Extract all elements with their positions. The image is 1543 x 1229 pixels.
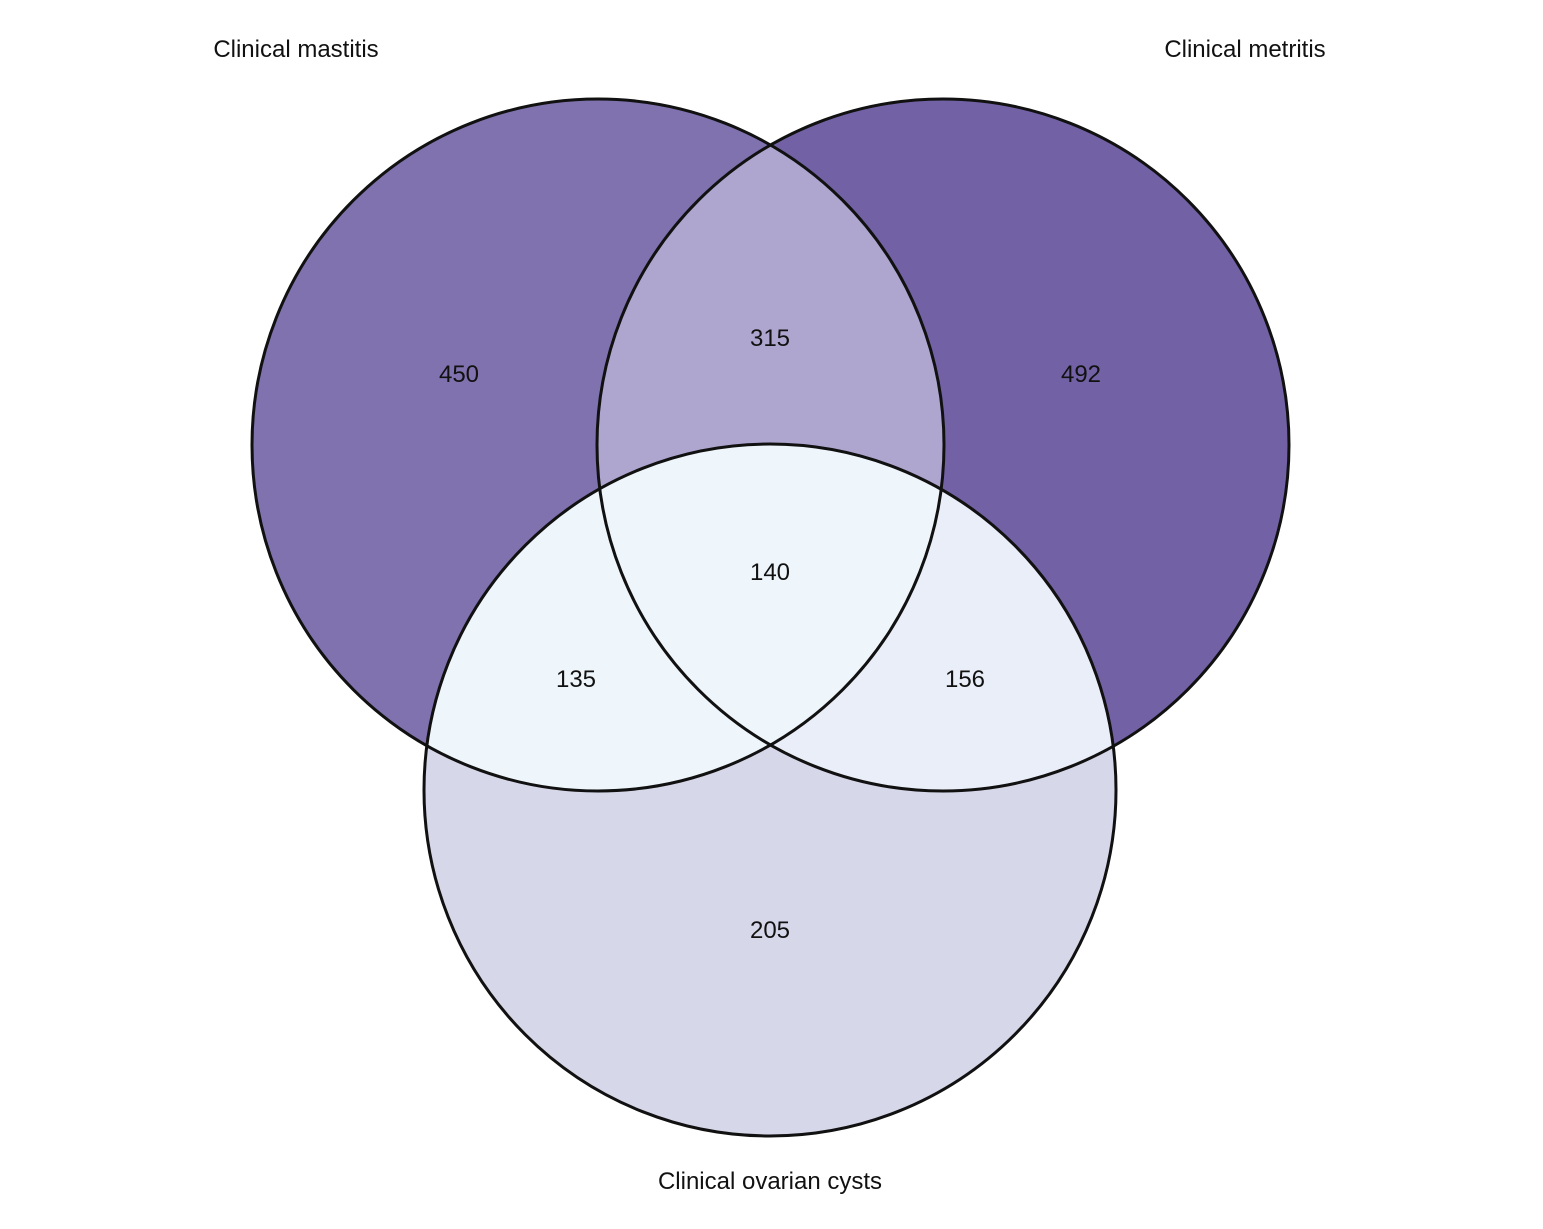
count-metritis-only: 492	[1061, 361, 1101, 388]
count-ovarian-only: 205	[750, 917, 790, 944]
count-mastitis-only: 450	[439, 361, 479, 388]
circle-mastitis-outline	[250, 97, 946, 793]
count-all-three: 140	[750, 559, 790, 586]
count-mastitis-metritis: 315	[750, 325, 790, 352]
count-metritis-ovarian: 156	[945, 666, 985, 693]
circle-metritis-outline	[595, 97, 1291, 793]
count-mastitis-ovarian: 135	[556, 666, 596, 693]
label-mastitis: Clinical mastitis	[213, 36, 378, 63]
label-ovarian: Clinical ovarian cysts	[658, 1168, 882, 1195]
label-metritis: Clinical metritis	[1164, 36, 1325, 63]
circle-ovarian-outline	[422, 442, 1118, 1138]
